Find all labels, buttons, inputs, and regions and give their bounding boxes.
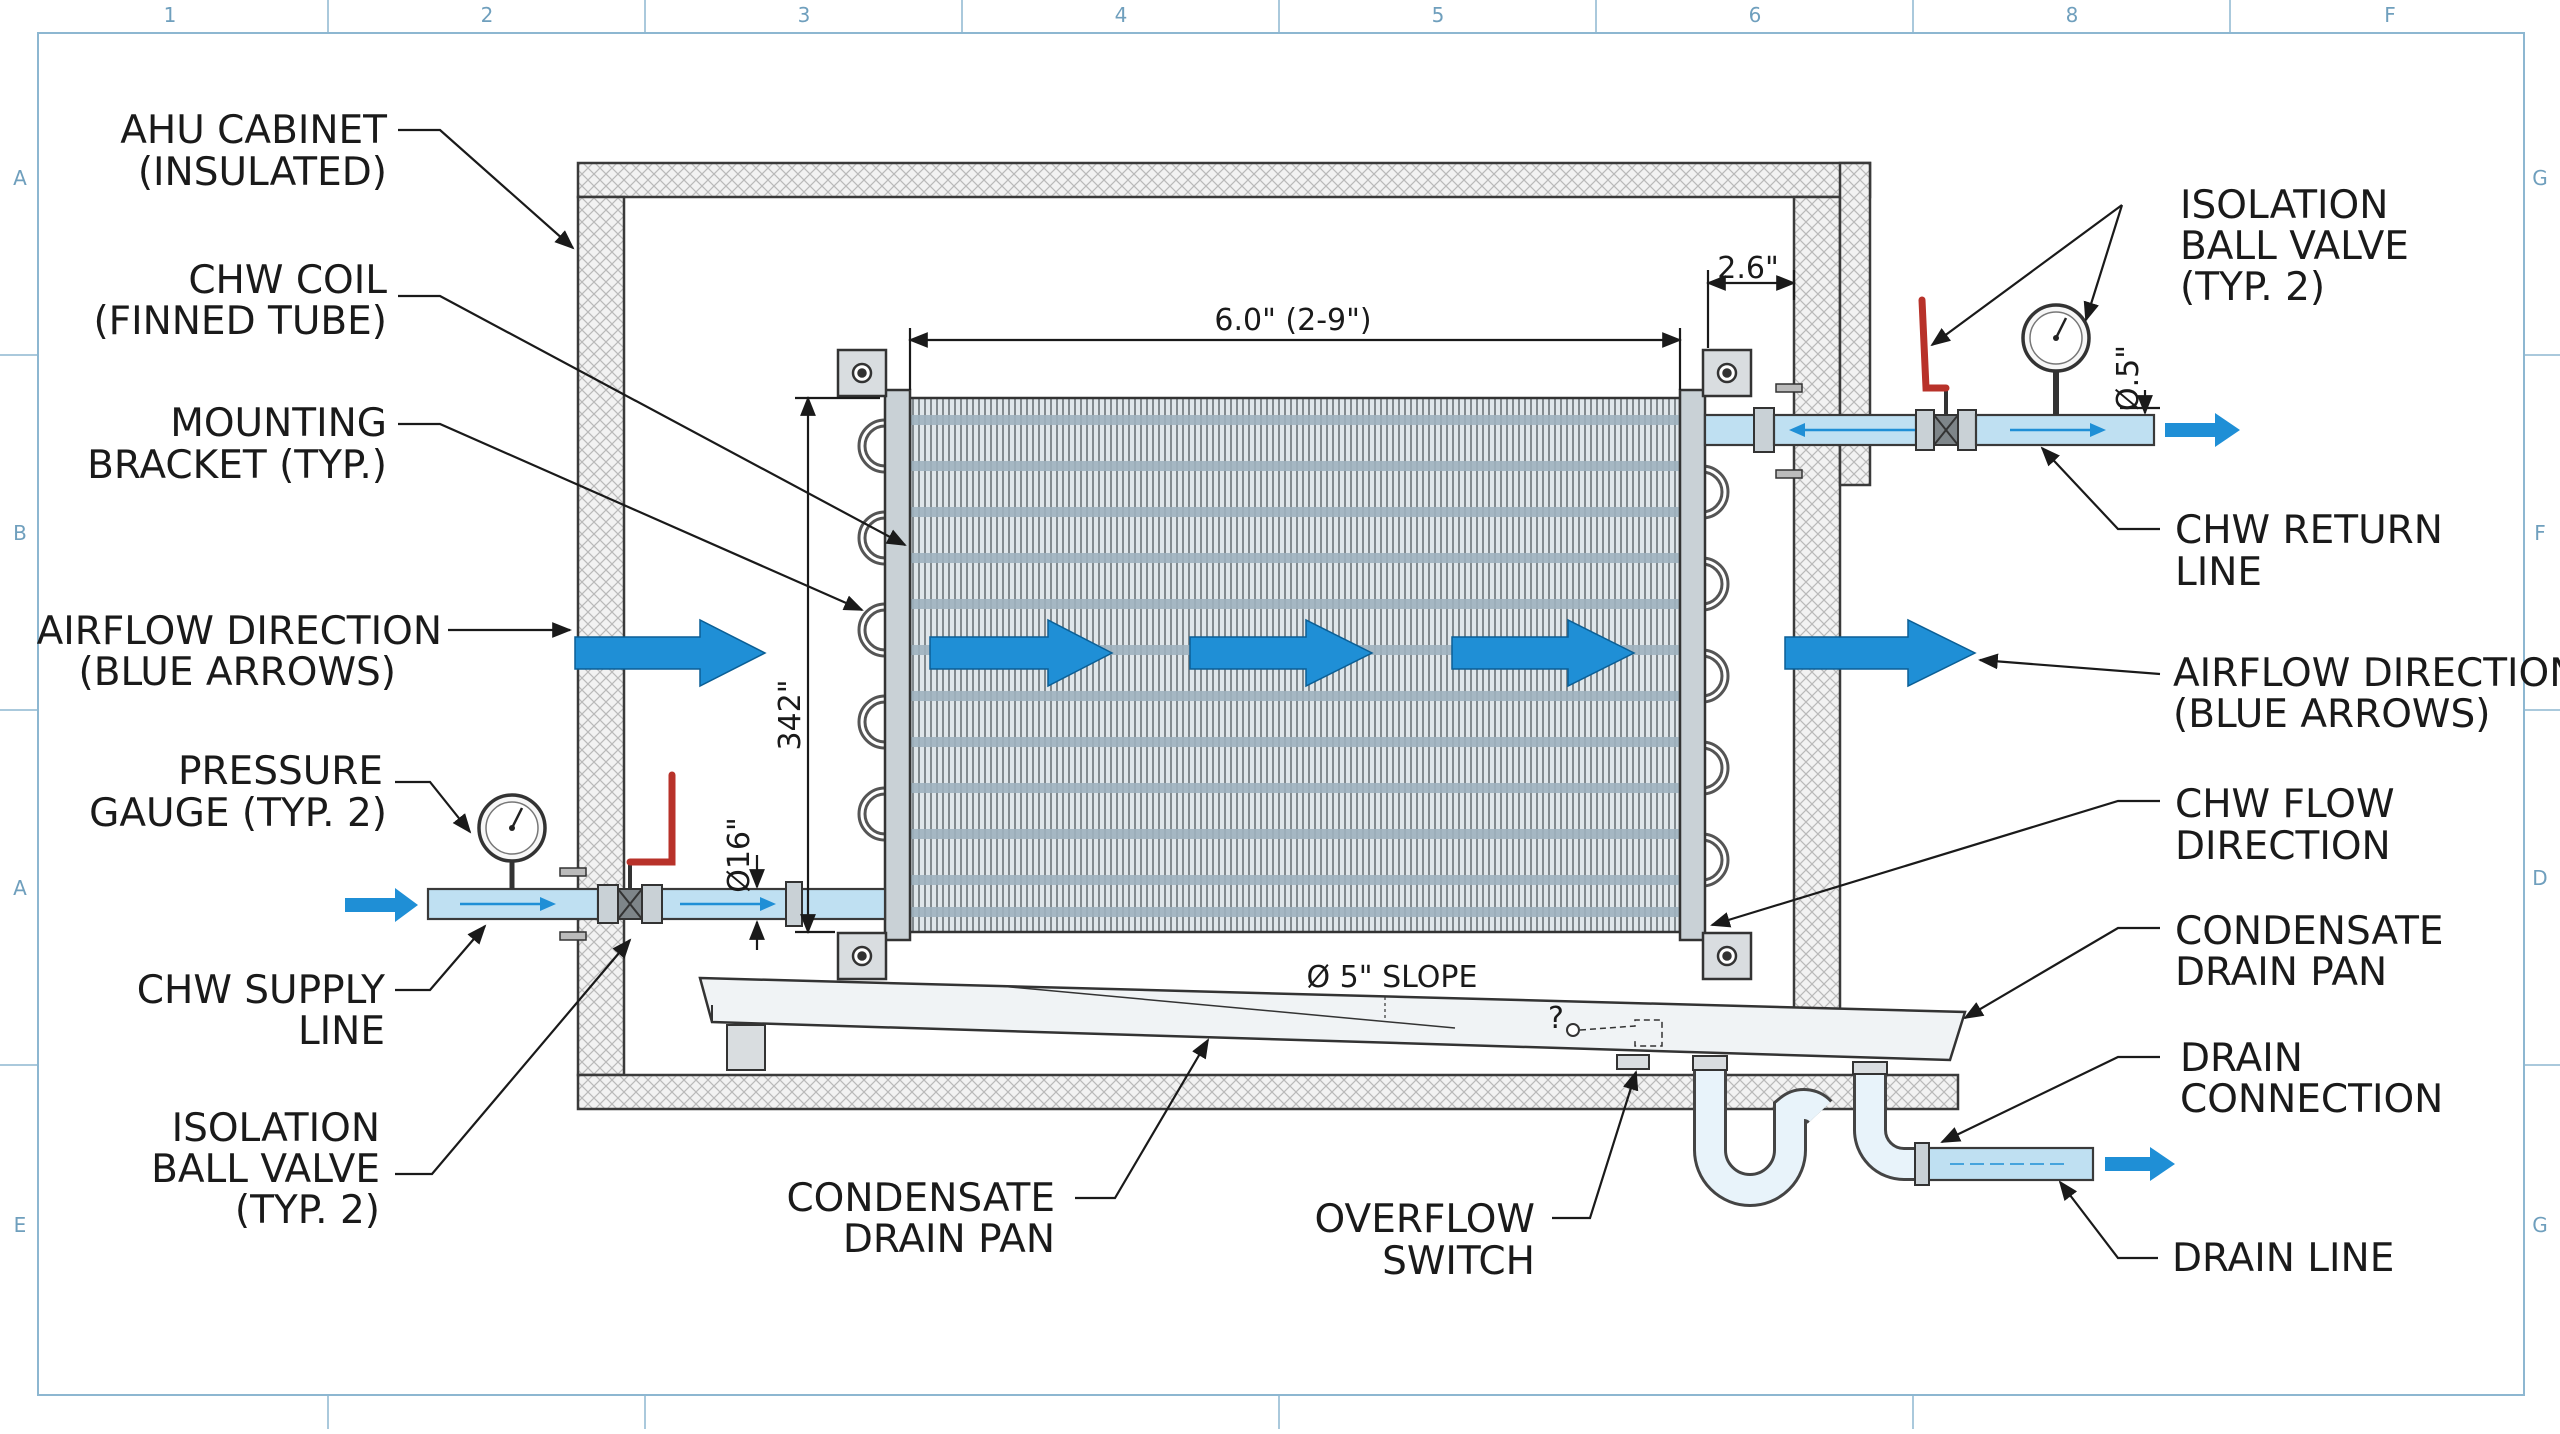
isolation-valve-right (1918, 296, 1950, 415)
grid-col-4: 4 (1115, 3, 1128, 27)
svg-text:CHW FLOW: CHW FLOW (2175, 782, 2395, 827)
grid-col-f: F (2384, 3, 2396, 27)
svg-text:ISOLATION: ISOLATION (172, 1106, 380, 1151)
grid-col-5: 5 (1432, 3, 1445, 27)
svg-text:AHU CABINET: AHU CABINET (120, 108, 387, 153)
dimension-lines (749, 270, 2160, 950)
drain-p-trap (1692, 1055, 1930, 1207)
grid-row-right-4: G (2532, 1213, 2548, 1237)
grid-row-left-3: A (13, 876, 27, 900)
svg-text:CHW COIL: CHW COIL (188, 258, 387, 303)
chw-return-piping (1703, 383, 2156, 479)
svg-text:PRESSURE: PRESSURE (178, 749, 383, 794)
grid-row-right-1: G (2532, 166, 2548, 190)
svg-text:(TYP. 2): (TYP. 2) (2180, 265, 2325, 310)
grid-col-2: 2 (481, 3, 494, 27)
svg-text:DRAIN: DRAIN (2180, 1036, 2303, 1081)
label-chw-coil: CHW COIL (FINNED TUBE) (93, 258, 387, 344)
coil-return-bends (857, 418, 1730, 888)
svg-text:CHW SUPPLY: CHW SUPPLY (137, 968, 385, 1013)
airflow-arrow-outlet (1784, 618, 1977, 688)
label-isolation-valve-left: ISOLATION BALL VALVE (TYP. 2) (151, 1106, 380, 1233)
grid-col-6: 6 (1749, 3, 1762, 27)
svg-text:BRACKET (TYP.): BRACKET (TYP.) (87, 443, 387, 488)
label-airflow-direction-left: AIRFLOW DIRECTION (BLUE ARROWS) (37, 609, 442, 695)
return-diameter-dimension: Ø.5" (2111, 345, 2146, 411)
label-ahu-cabinet: AHU CABINET (INSULATED) (120, 108, 387, 195)
grid-col-8: 8 (2066, 3, 2079, 27)
chw-supply-piping (426, 867, 887, 941)
airflow-arrow-coil-1 (929, 618, 1114, 688)
svg-text:AIRFLOW DIRECTION: AIRFLOW DIRECTION (2173, 651, 2560, 696)
pan-slope-dimension: Ø 5" SLOPE (1307, 960, 1478, 995)
label-pressure-gauge: PRESSURE GAUGE (TYP. 2) (89, 749, 387, 836)
pressure-gauge-left (477, 793, 547, 889)
grid-row-left-2: B (13, 521, 27, 545)
overflow-switch (1566, 1019, 1663, 1070)
svg-text:DRAIN PAN: DRAIN PAN (2175, 950, 2387, 995)
coil-height-dimension: 342" (773, 679, 808, 750)
grid-row-right-3: D (2532, 866, 2547, 890)
label-airflow-direction-right: AIRFLOW DIRECTION (BLUE ARROWS) (2173, 651, 2560, 737)
svg-text:LINE: LINE (298, 1009, 385, 1054)
grid-row-right-2: F (2534, 521, 2546, 545)
drain-line (1914, 1142, 2175, 1186)
airflow-arrows (574, 618, 1977, 688)
coil-width-dimension: 6.0" (2-9") (1214, 303, 1371, 338)
label-condensate-drain-pan-right: CONDENSATE DRAIN PAN (2175, 909, 2444, 995)
label-drain-line: DRAIN LINE (2172, 1236, 2394, 1281)
label-drain-connection: DRAIN CONNECTION (2180, 1036, 2443, 1122)
leader-lines (395, 128, 2161, 1260)
label-chw-flow-direction: CHW FLOW DIRECTION (2175, 782, 2395, 869)
svg-text:ISOLATION: ISOLATION (2180, 183, 2388, 228)
supply-inlet-arrow (345, 888, 418, 922)
svg-text:CONDENSATE: CONDENSATE (2175, 909, 2444, 954)
grid-row-left-4: E (14, 1213, 27, 1237)
label-overflow-switch: OVERFLOW SWITCH (1315, 1197, 1535, 1284)
isolation-valve-left (626, 771, 676, 889)
grid-col-1: 1 (164, 3, 177, 27)
svg-text:DRAIN PAN: DRAIN PAN (843, 1217, 1055, 1262)
svg-text:MOUNTING: MOUNTING (170, 401, 387, 446)
condensate-drain-pan (698, 976, 1967, 1071)
svg-text:CHW RETURN: CHW RETURN (2175, 508, 2443, 553)
mounting-brackets (836, 348, 1753, 981)
label-condensate-drain-pan-bottom: CONDENSATE DRAIN PAN (786, 1176, 1055, 1262)
svg-text:BALL VALVE: BALL VALVE (2180, 224, 2409, 269)
return-outlet-arrow (2165, 413, 2240, 447)
label-chw-supply-line: CHW SUPPLY LINE (137, 968, 385, 1054)
label-chw-return-line: CHW RETURN LINE (2175, 508, 2443, 595)
svg-text:DRAIN LINE: DRAIN LINE (2172, 1236, 2394, 1281)
ahu-cabinet (576, 161, 1960, 1111)
overflow-switch-mark: ? (1548, 1001, 1564, 1036)
svg-text:(BLUE ARROWS): (BLUE ARROWS) (2173, 692, 2490, 737)
label-isolation-valve-right: ISOLATION BALL VALVE (TYP. 2) (2180, 183, 2409, 310)
supply-diameter-dimension: Ø16" (722, 817, 757, 893)
svg-text:(FINNED TUBE): (FINNED TUBE) (93, 299, 387, 344)
svg-text:OVERFLOW: OVERFLOW (1315, 1197, 1535, 1242)
bracket-gap-dimension: 2.6" (1717, 251, 1779, 286)
svg-text:AIRFLOW DIRECTION: AIRFLOW DIRECTION (37, 609, 442, 654)
airflow-arrow-coil-3 (1451, 618, 1636, 688)
grid-col-3: 3 (798, 3, 811, 27)
airflow-arrow-coil-2 (1189, 618, 1374, 688)
svg-text:CONNECTION: CONNECTION (2180, 1077, 2443, 1122)
pressure-gauge-right (2021, 303, 2091, 415)
svg-text:DIRECTION: DIRECTION (2175, 824, 2391, 869)
svg-text:BALL VALVE: BALL VALVE (151, 1147, 380, 1192)
label-mounting-bracket: MOUNTING BRACKET (TYP.) (87, 401, 387, 488)
svg-text:(BLUE ARROWS): (BLUE ARROWS) (79, 650, 396, 695)
svg-text:CONDENSATE: CONDENSATE (786, 1176, 1055, 1221)
airflow-arrow-inlet (574, 618, 767, 688)
svg-text:GAUGE (TYP. 2): GAUGE (TYP. 2) (89, 791, 387, 836)
svg-text:(INSULATED): (INSULATED) (138, 150, 387, 195)
svg-text:LINE: LINE (2175, 550, 2262, 595)
grid-row-left-1: A (13, 166, 27, 190)
svg-text:(TYP. 2): (TYP. 2) (235, 1188, 380, 1233)
svg-text:SWITCH: SWITCH (1382, 1239, 1535, 1284)
